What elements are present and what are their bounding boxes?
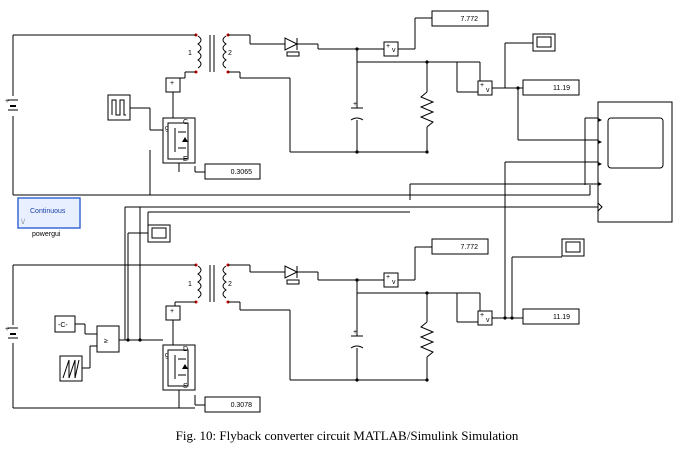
svg-text:+: + (480, 312, 484, 319)
svg-text:+: + (170, 80, 174, 87)
bottom-voltage-meter-2[interactable]: + v (477, 310, 493, 326)
top-voltage-meter-2[interactable]: + v (477, 80, 493, 96)
main-scope[interactable] (597, 101, 673, 223)
bottom-scope-small[interactable] (561, 238, 585, 257)
bottom-display-voltage: 7.772 (431, 238, 489, 255)
svg-text:-C-: -C- (58, 322, 68, 329)
top-primary-label: 1 (188, 50, 192, 57)
bottom-primary-label: 1 (188, 281, 192, 288)
svg-text:+: + (5, 98, 9, 105)
svg-text:g: g (165, 125, 169, 132)
top-current-meter[interactable]: + (165, 77, 181, 93)
bottom-resistor[interactable] (419, 321, 435, 358)
svg-text:11.19: 11.19 (553, 85, 570, 92)
bottom-circuit: + 1 2 (5, 162, 585, 413)
svg-text:≥: ≥ (104, 338, 108, 345)
figure-caption: Fig. 10: Flyback converter circuit MATLA… (175, 428, 519, 443)
svg-text:11.19: 11.19 (553, 314, 570, 321)
bottom-transformer[interactable]: 1 2 (188, 263, 232, 304)
svg-text:g: g (165, 352, 169, 359)
svg-text:v: v (392, 279, 396, 286)
bottom-display-output: 11.19 (522, 308, 580, 325)
bottom-display-switch: 0.3078 (204, 396, 261, 413)
bottom-current-meter[interactable]: + (165, 305, 181, 321)
top-secondary-label: 2 (228, 50, 232, 57)
bottom-diode[interactable] (284, 265, 300, 285)
top-display-voltage: 7.772 (431, 10, 489, 27)
svg-text:7.772: 7.772 (460, 16, 478, 23)
svg-text:\/: \/ (21, 219, 25, 226)
top-voltage-meter-1[interactable]: + v (383, 41, 399, 57)
top-resistor[interactable] (419, 91, 435, 128)
svg-text:+: + (170, 308, 174, 315)
svg-text:+: + (353, 101, 357, 108)
svg-text:+: + (5, 326, 9, 333)
top-transformer[interactable]: 1 2 (188, 33, 232, 74)
svg-text:+: + (480, 82, 484, 89)
comparator-block[interactable]: ≥ (96, 325, 120, 353)
svg-text:+: + (386, 43, 390, 50)
bottom-dc-source[interactable]: + (5, 265, 18, 408)
bottom-capacitor[interactable]: + (350, 329, 364, 349)
svg-text:E: E (183, 156, 188, 163)
powergui-block[interactable]: Continuous \/ powergui (17, 197, 81, 238)
bottom-voltage-meter-1[interactable]: + v (383, 272, 399, 288)
svg-text:0.3065: 0.3065 (231, 169, 253, 176)
svg-text:+: + (353, 329, 357, 336)
top-dc-source[interactable]: + (5, 35, 18, 195)
top-display-switch: 0.3065 (204, 163, 261, 180)
top-scope-small[interactable] (532, 33, 556, 52)
top-pulse-generator[interactable] (107, 94, 131, 121)
bottom-scope-left[interactable] (147, 224, 171, 243)
svg-text:S: S (183, 383, 188, 390)
constant-block[interactable]: -C- (54, 315, 76, 333)
top-circuit: + 1 2 (5, 10, 598, 196)
svg-text:7.772: 7.772 (460, 244, 478, 251)
top-diode[interactable] (284, 37, 300, 57)
svg-text:v: v (486, 87, 490, 94)
powergui-name: powergui (32, 231, 61, 238)
sawtooth-generator[interactable] (59, 355, 83, 382)
svg-text:D: D (183, 346, 188, 353)
powergui-mode: Continuous (30, 208, 66, 215)
bottom-secondary-label: 2 (228, 281, 232, 288)
svg-text:v: v (486, 317, 490, 324)
bottom-switch[interactable]: g D S (162, 344, 196, 391)
svg-text:v: v (392, 47, 396, 54)
top-display-output: 11.19 (522, 79, 580, 96)
svg-text:0.3078: 0.3078 (231, 402, 253, 409)
top-capacitor[interactable]: + (350, 101, 364, 121)
svg-text:+: + (386, 274, 390, 281)
top-switch[interactable]: g C E (162, 117, 196, 164)
svg-text:C: C (183, 119, 188, 126)
